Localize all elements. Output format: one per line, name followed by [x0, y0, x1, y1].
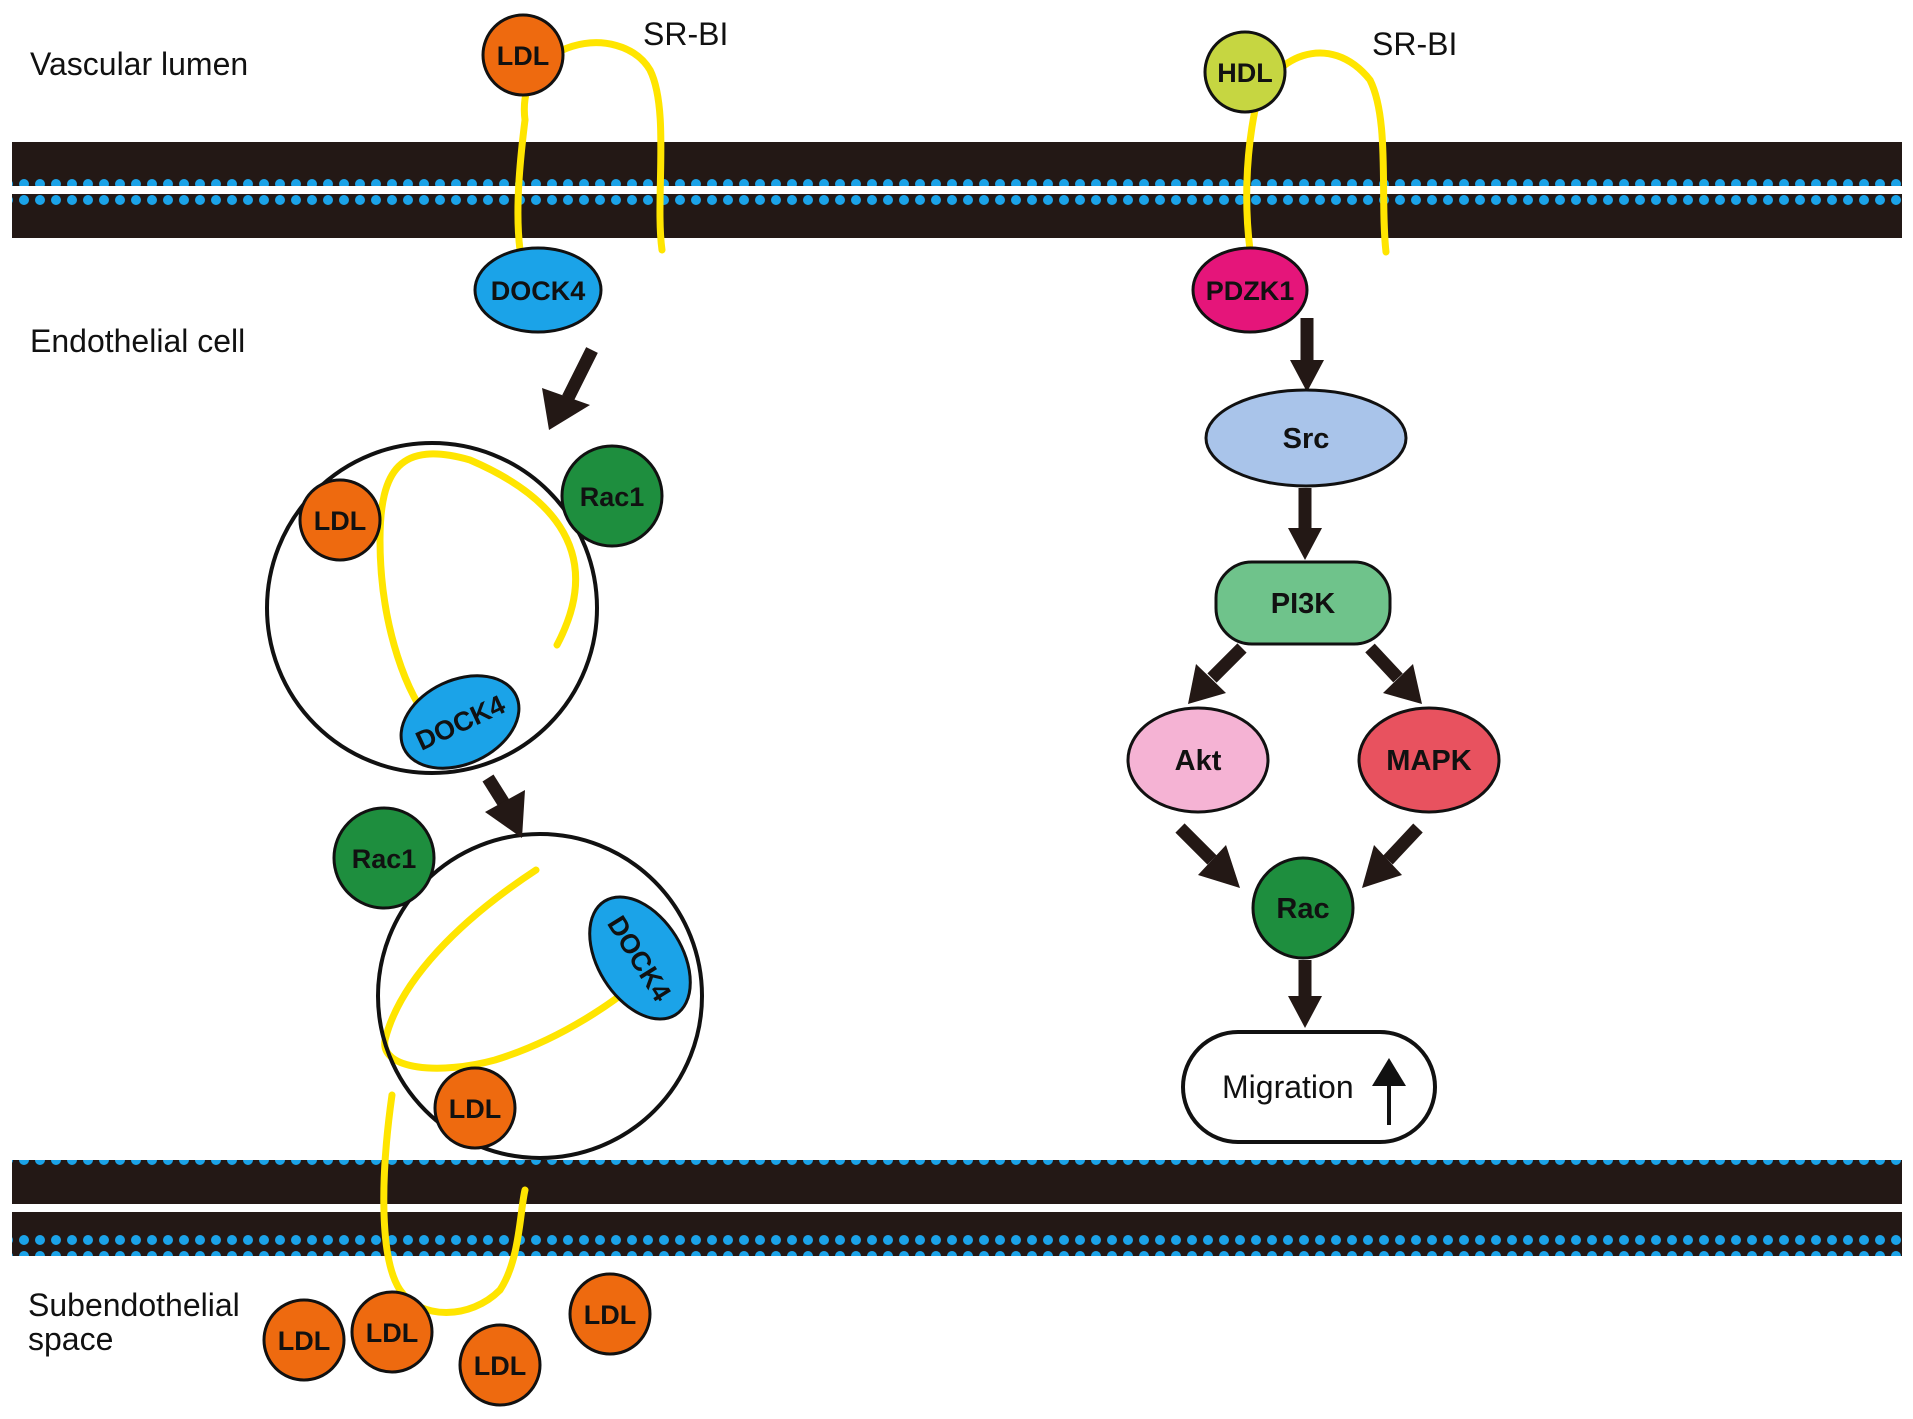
svg-text:HDL: HDL	[1217, 58, 1273, 88]
region-endothelial-cell: Endothelial cell	[30, 323, 245, 359]
subendothelial-ldl-3: LDL	[458, 1323, 542, 1407]
arrow-pdzk1-to-src	[1290, 318, 1324, 392]
arrow-mapk-to-rac	[1362, 823, 1423, 888]
src: Src	[1204, 388, 1408, 488]
svg-text:Migration: Migration	[1222, 1069, 1354, 1105]
svg-text:LDL: LDL	[474, 1351, 526, 1381]
srbi-right-label: SR-BI	[1372, 26, 1457, 62]
arrow-pi3k-to-akt	[1188, 643, 1247, 704]
vesicle-1	[265, 441, 599, 775]
vesicle2-dock4: DOCK4	[588, 895, 692, 1021]
up-arrow-icon	[1372, 1058, 1406, 1125]
rac: Rac	[1251, 856, 1355, 960]
svg-text:LDL: LDL	[497, 41, 549, 71]
svg-text:LDL: LDL	[366, 1318, 418, 1348]
svg-text:PDZK1: PDZK1	[1206, 276, 1295, 306]
vesicle2-rac1: Rac1	[332, 806, 436, 910]
vesicle1-ldl: LDL	[298, 478, 382, 562]
arrow-dock4-to-vesicle	[542, 347, 598, 430]
pi3k: PI3K	[1214, 560, 1392, 646]
svg-text:Rac1: Rac1	[580, 482, 645, 512]
subendothelial-ldl-4: LDL	[568, 1272, 652, 1356]
vesicle-2	[376, 832, 704, 1160]
srbi-left-strand-down	[514, 116, 529, 254]
region-subendothelial-line2: space	[28, 1321, 113, 1357]
svg-text:Rac1: Rac1	[352, 844, 417, 874]
svg-text:Akt: Akt	[1175, 745, 1222, 777]
pdzk1: PDZK1	[1191, 246, 1309, 334]
basal-membrane	[12, 1160, 1902, 1256]
arrow-vesicle1-to-vesicle2	[482, 774, 525, 838]
srbi-vesicle2-strand	[381, 866, 654, 1072]
arrow-akt-to-rac	[1175, 823, 1240, 888]
region-subendothelial-line1: Subendothelial	[28, 1287, 240, 1323]
arrow-pi3k-to-mapk	[1365, 643, 1422, 704]
srbi-vesicle1-strand	[376, 450, 580, 724]
svg-text:LDL: LDL	[278, 1326, 330, 1356]
akt: Akt	[1126, 706, 1270, 814]
svg-text:Src: Src	[1283, 423, 1330, 455]
svg-text:PI3K: PI3K	[1271, 588, 1336, 620]
dock4-membrane: DOCK4	[473, 246, 603, 334]
migration-box: Migration	[1181, 1030, 1437, 1144]
vesicle1-rac1: Rac1	[560, 444, 664, 548]
srbi-basal-strand	[380, 1091, 529, 1316]
mapk: MAPK	[1357, 706, 1501, 814]
ldl-surface: LDL	[481, 13, 565, 97]
svg-text:DOCK4: DOCK4	[491, 276, 586, 306]
hdl: HDL	[1203, 30, 1287, 114]
apical-membrane	[12, 142, 1902, 238]
region-vascular-lumen: Vascular lumen	[30, 46, 248, 82]
svg-text:Rac: Rac	[1276, 893, 1329, 925]
arrow-src-to-pi3k	[1288, 488, 1322, 560]
subendothelial-ldl-2: LDL	[350, 1290, 434, 1374]
vesicle2-ldl: LDL	[433, 1066, 517, 1150]
svg-text:LDL: LDL	[584, 1300, 636, 1330]
srbi-left-label: SR-BI	[643, 16, 728, 52]
svg-text:LDL: LDL	[449, 1094, 501, 1124]
arrow-rac-to-migration	[1288, 960, 1322, 1028]
svg-text:MAPK: MAPK	[1386, 745, 1471, 777]
srbi-right-strand-down	[1243, 106, 1259, 254]
subendothelial-ldl-1: LDL	[262, 1298, 346, 1382]
vesicle1-dock4: DOCK4	[399, 674, 521, 770]
svg-text:LDL: LDL	[314, 506, 366, 536]
